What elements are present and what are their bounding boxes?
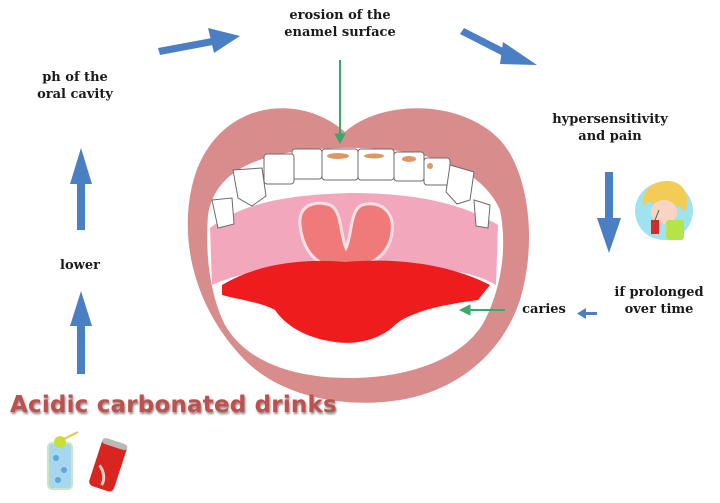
step-prolonged-line2: over time <box>624 301 694 317</box>
open-mouth-illustration <box>187 108 530 403</box>
step-ph-line2: oral cavity <box>37 86 113 102</box>
flow-arrows <box>70 28 621 374</box>
diagram-title: Acidic carbonated drinks <box>10 392 337 418</box>
step-caries-text: caries <box>522 302 566 317</box>
step-ph-line1: ph of the <box>42 70 108 85</box>
step-hyper-line1: hypersensitivity <box>552 112 668 127</box>
step-lower: lower <box>40 258 120 275</box>
step-prolonged: if prolonged over time <box>598 285 720 319</box>
step-erosion-line2: enamel surface <box>284 24 396 40</box>
step-ph: ph of the oral cavity <box>20 70 130 104</box>
step-caries: caries <box>510 302 578 319</box>
soda-can-icon <box>89 437 128 492</box>
step-lower-text: lower <box>60 258 100 273</box>
step-erosion-line1: erosion of the <box>289 8 391 23</box>
step-prolonged-line1: if prolonged <box>614 285 704 300</box>
step-hyper-line2: and pain <box>578 128 642 144</box>
step-hypersensitivity: hypersensitivity and pain <box>525 112 695 146</box>
child-drinking-icon <box>635 181 693 240</box>
pointer-lines <box>334 60 505 316</box>
step-erosion: erosion of the enamel surface <box>240 8 440 42</box>
glass-jar-drink-icon <box>47 431 79 490</box>
